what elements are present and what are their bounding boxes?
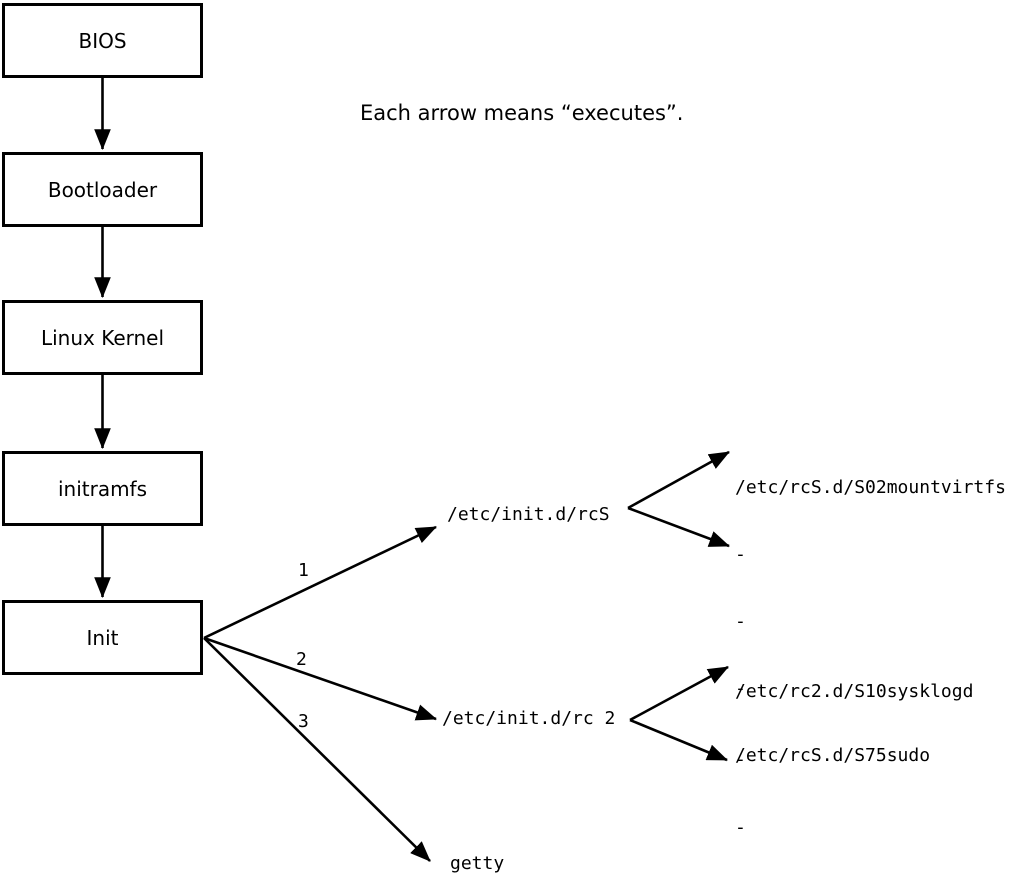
arrow-init-to-getty <box>203 637 431 862</box>
label-getty: getty <box>450 853 505 874</box>
rc2-script-list: /etc/rc2.d/S10sysklogd - - - /etc/rc2.d/… <box>735 637 973 875</box>
box-bios-label: BIOS <box>78 28 127 53</box>
box-initramfs-label: initramfs <box>57 476 148 501</box>
arrow-init-to-rc2 <box>203 636 437 721</box>
script-line: - <box>735 611 746 632</box>
script-line: /etc/rc2.d/S10sysklogd <box>735 681 974 702</box>
box-bootloader: Bootloader <box>2 152 203 227</box>
arrow-order-1: 1 <box>298 560 309 581</box>
arrow-order-2: 2 <box>296 649 307 670</box>
box-bootloader-label: Bootloader <box>47 177 158 202</box>
label-etc-init-rc2: /etc/init.d/rc 2 <box>442 708 616 729</box>
arrow-rcs-fan-top <box>627 450 730 510</box>
script-line: /etc/rcS.d/S75sudo <box>735 745 931 766</box>
arrow-rcs-fan-bottom <box>627 506 730 548</box>
box-init: Init <box>2 600 203 675</box>
script-line: - <box>735 749 746 770</box>
legend-note: Each arrow means “executes”. <box>360 101 684 125</box>
arrow-init-to-rcs <box>203 525 437 640</box>
rcs-script-list: /etc/rcS.d/S02mountvirtfs - - - /etc/rcS… <box>735 433 1006 810</box>
script-line: - <box>735 817 746 838</box>
arrow-order-3: 3 <box>298 711 309 732</box>
script-line: - <box>735 544 746 565</box>
script-line: /etc/rcS.d/S02mountvirtfs <box>735 477 1006 498</box>
arrow-rc2-fan-bottom <box>629 718 728 762</box>
script-line: - <box>735 678 746 699</box>
box-bios: BIOS <box>2 3 203 78</box>
arrow-rc2-fan-top <box>629 665 729 722</box>
box-linux-kernel-label: Linux Kernel <box>40 325 165 350</box>
box-initramfs: initramfs <box>2 451 203 526</box>
box-init-label: Init <box>86 625 119 650</box>
label-etc-init-rcs: /etc/init.d/rcS <box>447 504 610 525</box>
box-linux-kernel: Linux Kernel <box>2 300 203 375</box>
